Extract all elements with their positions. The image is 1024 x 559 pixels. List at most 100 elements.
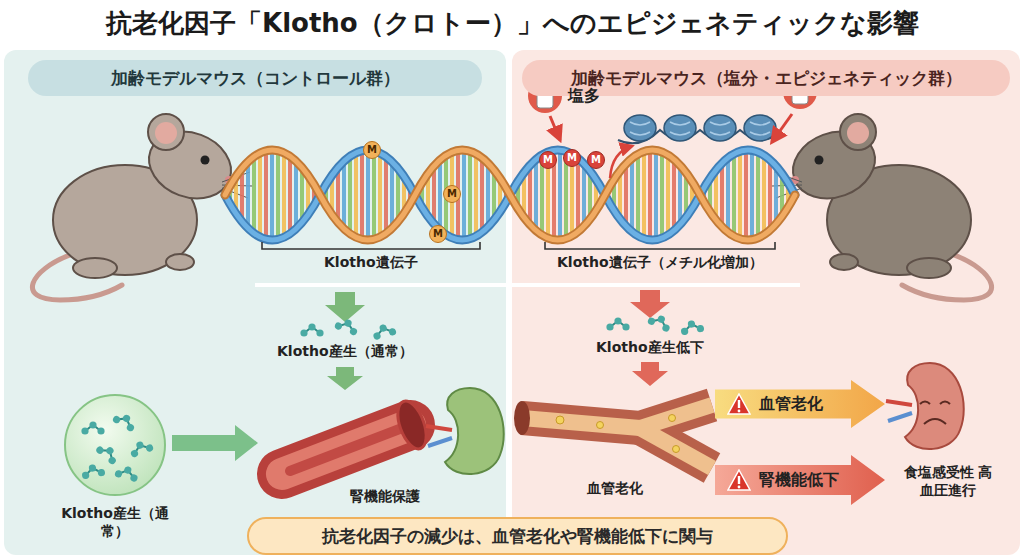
group-panel: 加齢モデルマウス（コントロール群） M M M Klotho産生（通常）	[4, 50, 506, 555]
illustration-part	[886, 363, 964, 449]
illustration-part	[673, 446, 680, 453]
illustration-part	[772, 114, 992, 300]
methyl-marker: M	[363, 141, 381, 159]
klotho-molecule	[112, 409, 139, 432]
illustration-part	[624, 115, 776, 141]
text-label: Klotho産生（通常）	[277, 343, 413, 361]
illustration-part	[545, 242, 775, 249]
illustration-part	[640, 428, 712, 468]
warning-bar	[738, 476, 740, 484]
illustration-part	[4, 50, 506, 555]
illustration-part	[630, 122, 650, 135]
illustration-part	[924, 419, 946, 424]
arrow-label: 腎機能低下	[759, 470, 839, 491]
illustration-part	[556, 416, 564, 424]
illustration-part	[550, 116, 560, 140]
effect-arrow: 血管老化	[715, 380, 885, 428]
circle-label: Klotho産生（通常）	[55, 505, 175, 540]
methyl-marker: M	[539, 151, 557, 169]
illustration-part	[300, 323, 323, 336]
illustration-part	[225, 150, 795, 240]
illustration-part	[624, 115, 656, 141]
illustration-part	[282, 425, 410, 474]
methyl-letter: M	[540, 152, 556, 167]
illustration-part	[371, 322, 397, 341]
text-label: 塩多	[568, 86, 600, 106]
text-label: Klotho遺伝子（メチル化増加）	[557, 254, 763, 272]
illustration-part	[556, 415, 680, 453]
illustration-part	[920, 402, 950, 405]
illustration-part	[597, 422, 604, 429]
illustration-part	[262, 242, 480, 249]
methyl-marker: M	[563, 149, 581, 167]
methyl-letter: M	[444, 186, 460, 201]
methyl-letter: M	[588, 152, 604, 167]
methyl-marker: M	[429, 225, 447, 243]
illustration-part	[704, 115, 736, 141]
methyl-marker: M	[587, 151, 605, 169]
klotho-molecule	[81, 421, 104, 434]
panel-header: 加齢モデルマウス（コントロール群）	[28, 60, 482, 96]
caption-pill: 抗老化因子の減少は、血管老化や腎機能低下に関与	[247, 517, 788, 555]
klotho-circle: Klotho産生（通常）	[55, 393, 175, 540]
arrow-text-holder: 腎機能低下	[759, 455, 839, 505]
illustration-part	[282, 425, 410, 474]
illustration-part	[750, 122, 770, 135]
illustration-part	[327, 367, 363, 390]
klotho-molecule	[80, 462, 105, 479]
text-label: 血管老化	[587, 480, 643, 498]
illustration-part	[522, 405, 712, 428]
illustration-part	[255, 283, 800, 287]
illustration-part	[225, 150, 795, 240]
warning-bar	[738, 400, 740, 408]
methyl-letter: M	[564, 150, 580, 165]
illustration-part	[32, 114, 252, 300]
warning-triangle	[728, 470, 750, 490]
illustration-part	[225, 150, 795, 240]
warning-icon	[727, 393, 751, 415]
circle-shape	[65, 395, 165, 495]
illustration-part	[325, 292, 365, 322]
warning-dot	[738, 486, 741, 489]
illustration-part	[630, 290, 670, 318]
illustration-part	[426, 388, 504, 474]
warning-triangle	[728, 394, 750, 414]
circle-outline	[63, 393, 167, 497]
effect-arrow: 腎機能低下	[715, 455, 885, 505]
illustration-part	[710, 122, 730, 135]
warning-dot	[738, 410, 741, 413]
text-label: 食塩感受性 高血圧進行	[898, 464, 998, 499]
diagram-title: 抗老化因子「Klotho（クロトー）」へのエピジェネティックな影響	[106, 6, 919, 41]
illustration-part	[172, 425, 258, 461]
text-label: Klotho産生低下	[596, 339, 704, 357]
klotho-molecule	[95, 440, 121, 465]
illustration-part	[744, 115, 776, 141]
methyl-letter: M	[430, 226, 446, 241]
warning-icon	[727, 469, 751, 491]
klotho-molecule	[128, 438, 154, 458]
illustration-part	[606, 317, 629, 330]
illustration-part	[679, 318, 704, 335]
text-label: 腎機能保護	[350, 488, 420, 506]
methyl-letter: M	[364, 142, 380, 157]
illustration-part	[512, 50, 1020, 555]
methyl-marker: M	[443, 185, 461, 203]
illustration-part	[290, 425, 410, 471]
arrow-text-holder: 血管老化	[759, 380, 823, 428]
illustration-part	[225, 150, 795, 240]
arrow-label: 血管老化	[759, 394, 823, 415]
illustration-part	[664, 115, 696, 141]
illustration-part	[630, 122, 770, 135]
illustration-part	[225, 150, 795, 240]
illustration-part	[632, 362, 668, 386]
illustration-part	[514, 401, 530, 435]
klotho-molecule	[114, 464, 140, 483]
illustration-part	[669, 415, 676, 422]
text-label: Klotho遺伝子	[324, 254, 418, 272]
illustration-part	[610, 146, 632, 178]
illustration-part	[522, 405, 712, 428]
arrow-body	[715, 455, 885, 505]
illustration-part	[392, 397, 432, 452]
illustration-part	[670, 122, 690, 135]
